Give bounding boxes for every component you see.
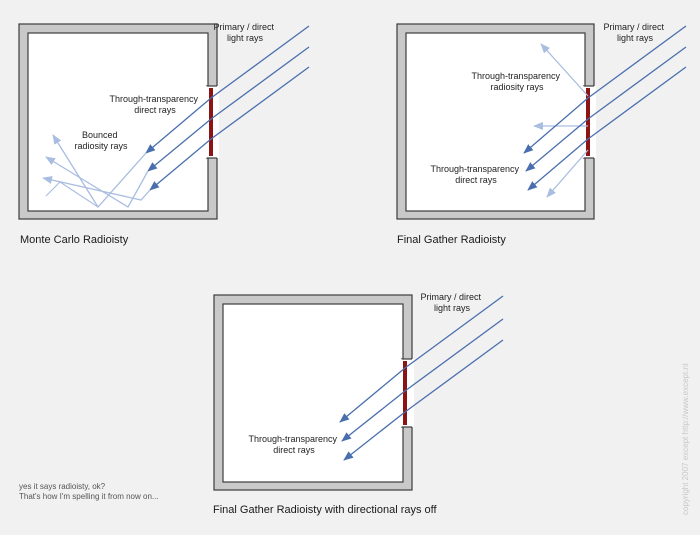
- primary-rays-label: Primary / direct light rays: [213, 22, 276, 43]
- bounced-radiosity-rays: [42, 134, 151, 209]
- diagram-final-gather-directional-off: Primary / direct light rays Through-tran…: [213, 292, 504, 516]
- bounced-rays-label-line-1: Bounced: [82, 130, 118, 140]
- through-transparency-direct-rays: [339, 367, 406, 461]
- primary-rays-label: Primary / direct light rays: [420, 292, 483, 313]
- through-radiosity-label: Through-transparency radiosity rays: [471, 71, 562, 92]
- through-rays-label-line-1: Through-transparency: [248, 434, 337, 444]
- diagram-final-gather: Primary / direct light rays Through-tran…: [396, 22, 687, 246]
- through-rays-label: Through-transparency direct rays: [109, 94, 200, 115]
- footnote-line-1: yes it says radioisty, ok?: [19, 482, 106, 491]
- primary-light-rays: [587, 25, 687, 140]
- through-transparency-direct-rays: [523, 97, 589, 191]
- through-rays-label: Through-transparency direct rays: [248, 434, 339, 455]
- room-outline: [396, 23, 596, 220]
- through-direct-label: Through-transparency direct rays: [430, 164, 521, 185]
- through-rays-label-line-1: Through-transparency: [109, 94, 198, 104]
- through-rays-label-line-2: direct rays: [273, 445, 315, 455]
- room-outline: [18, 23, 219, 220]
- footnote-line-2: That's how I'm spelling it from now on..…: [19, 492, 159, 501]
- footnote: yes it says radioisty, ok? That's how I'…: [19, 482, 159, 501]
- primary-rays-label-line-1: Primary / direct: [603, 22, 664, 32]
- primary-rays-label-line-2: light rays: [617, 33, 654, 43]
- primary-rays-label-line-1: Primary / direct: [213, 22, 274, 32]
- bounced-rays-label-line-2: radiosity rays: [74, 141, 128, 151]
- primary-rays-label-line-2: light rays: [434, 303, 471, 313]
- through-radiosity-label-line-1: Through-transparency: [471, 71, 560, 81]
- primary-light-rays: [210, 25, 310, 140]
- primary-light-rays: [404, 295, 504, 413]
- caption-final-gather: Final Gather Radioisty: [397, 234, 506, 246]
- diagram-monte-carlo: Primary / direct light rays Through-tran…: [18, 22, 310, 246]
- through-rays-label-line-2: direct rays: [134, 105, 176, 115]
- caption-final-gather-directional-off: Final Gather Radioisty with directional …: [213, 504, 438, 516]
- through-radiosity-label-line-2: radiosity rays: [490, 82, 544, 92]
- bounced-rays-label: Bounced radiosity rays: [74, 130, 128, 151]
- copyright-credit: copyright 2007 except http://www.except.…: [681, 363, 690, 515]
- through-direct-label-line-1: Through-transparency: [430, 164, 519, 174]
- room-outline: [213, 294, 414, 491]
- primary-rays-label-line-1: Primary / direct: [420, 292, 481, 302]
- primary-rays-label: Primary / direct light rays: [603, 22, 666, 43]
- caption-monte-carlo: Monte Carlo Radioisty: [20, 234, 129, 246]
- primary-rays-label-line-2: light rays: [227, 33, 264, 43]
- through-transparency-direct-rays: [145, 97, 212, 191]
- through-direct-label-line-2: direct rays: [455, 175, 497, 185]
